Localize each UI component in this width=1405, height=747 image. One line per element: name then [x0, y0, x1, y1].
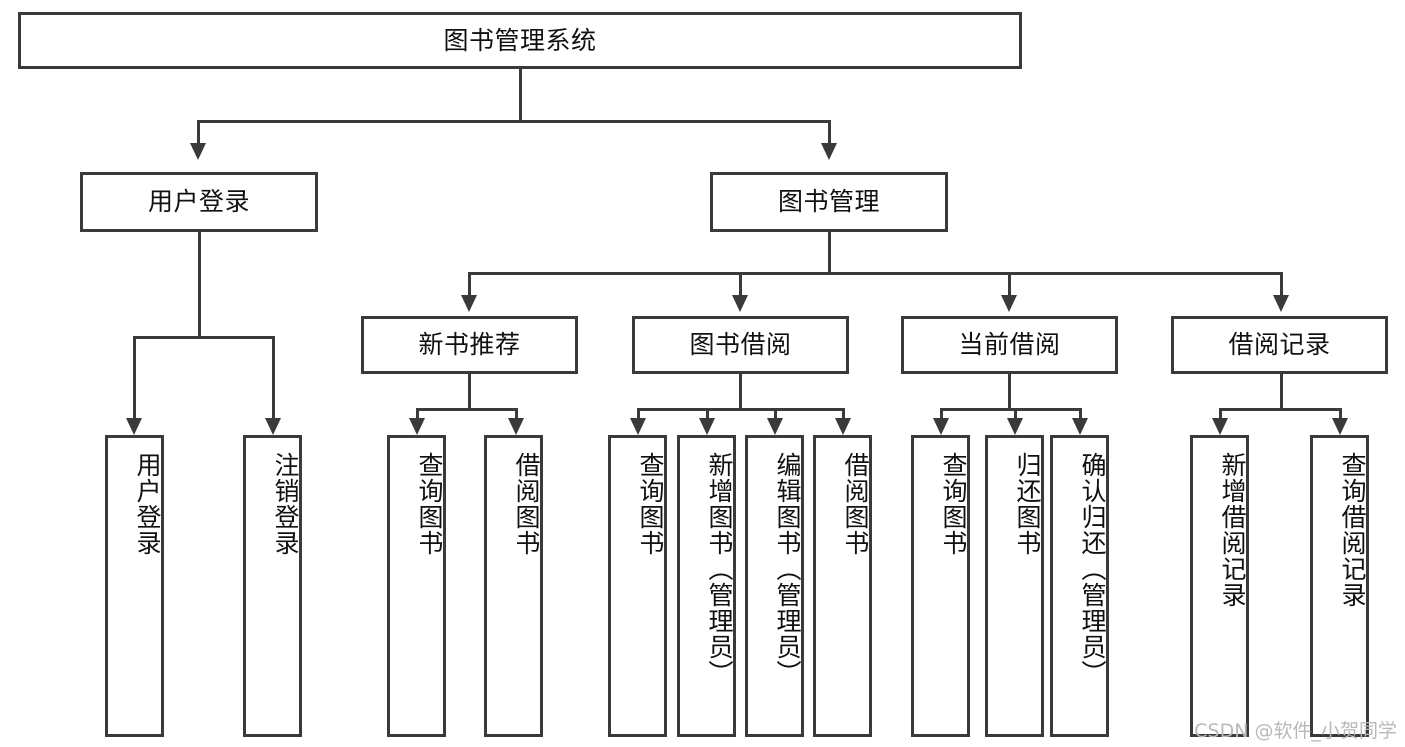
node-label: 查询图书 — [415, 452, 444, 556]
edge-cb-drop-1 — [940, 408, 943, 418]
arrow-br-leaf-1 — [1212, 418, 1228, 435]
arrow-cb-leaf-1 — [933, 418, 949, 435]
edge-bb-drop-2 — [706, 408, 709, 418]
node-label: 借阅图书 — [512, 452, 541, 556]
edge-bb-drop-4 — [842, 408, 845, 418]
node-current-borrow[interactable]: 当前借阅 — [901, 316, 1118, 374]
node-label: 借阅记录 — [1228, 330, 1331, 359]
node-label: 用户登录 — [147, 187, 250, 216]
csdn-watermark: CSDN @软件_小贺同学 — [1194, 720, 1397, 742]
arrow-bb-leaf-2 — [699, 418, 715, 435]
node-label: 图书管理 — [777, 187, 880, 216]
edge-bb-bus — [637, 408, 845, 411]
node-label: 确认归还（管理员） — [1078, 452, 1107, 686]
edge-bm-drop-2 — [739, 272, 742, 295]
edge-cb-bus — [940, 408, 1082, 411]
arrow-to-book-borrow — [732, 295, 748, 312]
node-label: 用户登录 — [133, 452, 162, 556]
node-label: 当前借阅 — [958, 330, 1061, 359]
node-label: 查询借阅记录 — [1338, 452, 1367, 608]
node-label: 新增图书（管理员） — [705, 452, 734, 686]
node-label: 查询图书 — [636, 452, 665, 556]
edge-book-management-stem — [828, 232, 831, 272]
edge-br-drop-1 — [1219, 408, 1222, 418]
node-label: 编辑图书（管理员） — [773, 452, 802, 686]
node-label: 借阅图书 — [841, 452, 870, 556]
edge-user-login-drop-1 — [133, 336, 136, 418]
leaf-borrow-book[interactable]: 借阅图书 — [813, 435, 872, 737]
edge-bb-drop-1 — [637, 408, 640, 418]
leaf-return-book[interactable]: 归还图书 — [985, 435, 1044, 737]
node-label: 归还图书 — [1013, 452, 1042, 556]
edge-cb-drop-3 — [1079, 408, 1082, 418]
node-label: 图书管理系统 — [443, 25, 597, 55]
edge-br-stem — [1280, 374, 1283, 408]
arrow-cb-leaf-3 — [1072, 418, 1088, 435]
edge-nbr-drop-2 — [515, 408, 518, 418]
node-label: 查询图书 — [939, 452, 968, 556]
leaf-confirm-return-admin[interactable]: 确认归还（管理员） — [1050, 435, 1109, 737]
edge-br-bus — [1219, 408, 1341, 411]
leaf-user-login[interactable]: 用户登录 — [105, 435, 164, 737]
edge-user-login-drop-2 — [272, 336, 275, 418]
arrow-to-borrow-record — [1273, 295, 1289, 312]
node-label: 图书借阅 — [689, 330, 792, 359]
edge-bm-drop-4 — [1280, 272, 1283, 295]
edge-bb-drop-3 — [774, 408, 777, 418]
node-label: 新书推荐 — [418, 330, 521, 359]
node-book-borrow[interactable]: 图书借阅 — [632, 316, 849, 374]
arrow-bb-leaf-3 — [767, 418, 783, 435]
leaf-add-book-admin[interactable]: 新增图书（管理员） — [677, 435, 736, 737]
arrow-to-leaf-user-login — [126, 418, 142, 435]
leaf-query-book-recommend[interactable]: 查询图书 — [387, 435, 446, 737]
edge-root-stem — [519, 69, 522, 120]
edge-user-login-stem — [198, 232, 201, 336]
edge-nbr-stem — [468, 374, 471, 408]
node-label: 注销登录 — [271, 452, 300, 556]
leaf-borrow-book-recommend[interactable]: 借阅图书 — [484, 435, 543, 737]
edge-user-login-bus — [133, 336, 275, 339]
node-root-system[interactable]: 图书管理系统 — [18, 12, 1022, 69]
edge-nbr-drop-1 — [416, 408, 419, 418]
arrow-br-leaf-2 — [1332, 418, 1348, 435]
edge-root-bus — [197, 120, 831, 123]
leaf-edit-book-admin[interactable]: 编辑图书（管理员） — [745, 435, 804, 737]
edge-br-drop-2 — [1339, 408, 1342, 418]
edge-cb-stem — [1008, 374, 1011, 408]
arrow-cb-leaf-2 — [1007, 418, 1023, 435]
arrow-to-current-borrow — [1001, 295, 1017, 312]
arrow-to-leaf-logout — [265, 418, 281, 435]
leaf-add-borrow-record[interactable]: 新增借阅记录 — [1190, 435, 1249, 737]
edge-bm-drop-3 — [1008, 272, 1011, 295]
node-book-management[interactable]: 图书管理 — [710, 172, 948, 232]
arrow-bb-leaf-1 — [630, 418, 646, 435]
arrow-bb-leaf-4 — [835, 418, 851, 435]
leaf-query-borrow-record[interactable]: 查询借阅记录 — [1310, 435, 1369, 737]
node-borrow-record[interactable]: 借阅记录 — [1171, 316, 1388, 374]
leaf-query-book-current[interactable]: 查询图书 — [911, 435, 970, 737]
node-user-login[interactable]: 用户登录 — [80, 172, 318, 232]
leaf-query-book-borrow[interactable]: 查询图书 — [608, 435, 667, 737]
edge-root-to-book-manage — [828, 120, 831, 143]
arrow-nbr-leaf-1 — [409, 418, 425, 435]
node-label: 新增借阅记录 — [1218, 452, 1247, 608]
arrow-root-to-book-manage — [821, 143, 837, 160]
leaf-logout[interactable]: 注销登录 — [243, 435, 302, 737]
edge-bm-drop-1 — [468, 272, 471, 295]
edge-cb-drop-2 — [1014, 408, 1017, 418]
edge-nbr-bus — [416, 408, 518, 411]
arrow-root-to-user-login — [190, 143, 206, 160]
edge-book-management-bus — [468, 272, 1280, 275]
node-new-book-recommend[interactable]: 新书推荐 — [361, 316, 578, 374]
edge-root-to-user-login — [197, 120, 200, 143]
edge-bb-stem — [739, 374, 742, 408]
arrow-nbr-leaf-2 — [508, 418, 524, 435]
arrow-to-new-book-recommend — [461, 295, 477, 312]
